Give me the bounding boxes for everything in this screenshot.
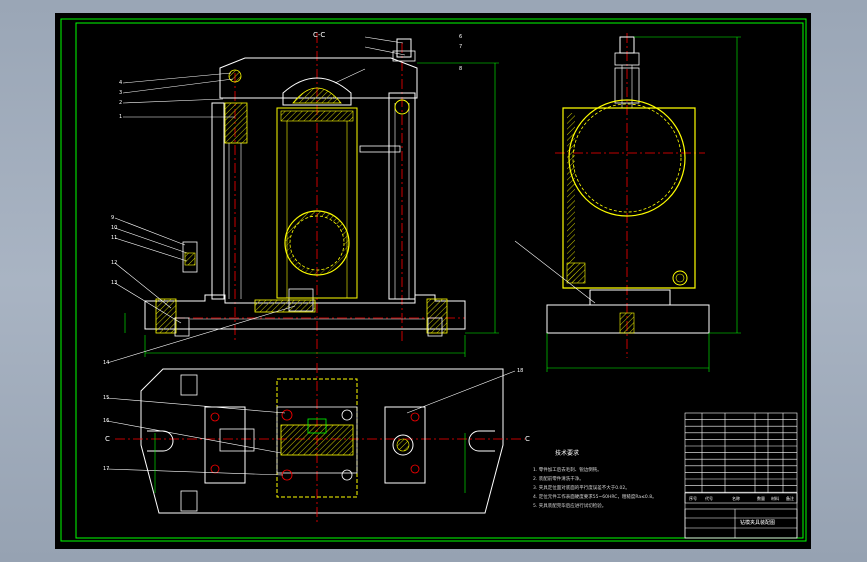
note-3: 3. 夹具定位面对底面的平行度误差不大于0.02。: [533, 484, 630, 491]
title-block-header-0: 序号: [689, 495, 697, 501]
parts-list: [684, 412, 798, 539]
title-block-header-3: 数量: [757, 495, 765, 501]
section-label: C-C: [313, 31, 325, 39]
front-section-view: 4 3 2 1 6 7 8 9 10 11 12 13 14 C-C: [103, 31, 499, 366]
svg-text:6: 6: [459, 34, 462, 40]
svg-text:4: 4: [119, 80, 122, 86]
notes-title: 技术要求: [555, 449, 579, 457]
svg-text:13: 13: [111, 280, 117, 286]
svg-text:16: 16: [103, 418, 109, 424]
section-marker-left: C: [105, 435, 110, 443]
svg-text:11: 11: [111, 235, 117, 241]
svg-text:9: 9: [111, 215, 114, 221]
note-2: 2. 装配前零件清洗干净。: [533, 475, 584, 482]
note-5: 5. 夹具装配完毕后应进行试切检验。: [533, 502, 606, 509]
title-block-header-4: 材料: [771, 495, 779, 501]
cad-viewport[interactable]: 4 3 2 1 6 7 8 9 10 11 12 13 14 C-C: [55, 13, 811, 549]
outer-frame: [60, 18, 807, 542]
title-block-header-2: 名称: [732, 495, 740, 501]
svg-text:7: 7: [459, 44, 462, 50]
svg-text:18: 18: [517, 368, 523, 374]
svg-text:2: 2: [119, 100, 122, 106]
title-block-header-5: 备注: [786, 495, 794, 501]
plan-view: 15 16 17 18 C C: [103, 363, 530, 523]
svg-text:10: 10: [111, 225, 117, 231]
svg-text:12: 12: [111, 260, 117, 266]
note-4: 4. 定位元件工作表面硬度要求55~60HRC，粗糙度Ra≤0.8。: [533, 493, 657, 500]
svg-text:14: 14: [103, 360, 109, 366]
svg-text:1: 1: [119, 114, 122, 120]
section-marker-right: C: [525, 435, 530, 443]
title-block-header-1: 代号: [705, 495, 713, 501]
side-view: [514, 33, 741, 372]
title-block: 序号 代号 名称 数量 材料 备注 钻模夹具装配图: [689, 495, 794, 526]
note-1: 1. 零件加工后去毛刺、锐边倒钝。: [533, 466, 602, 473]
svg-text:8: 8: [459, 66, 462, 72]
svg-text:15: 15: [103, 395, 109, 401]
drawing-title: 钻模夹具装配图: [740, 519, 775, 526]
inner-frame: [75, 22, 804, 539]
svg-text:3: 3: [119, 90, 122, 96]
technical-notes: 技术要求 1. 零件加工后去毛刺、锐边倒钝。 2. 装配前零件清洗干净。 3. …: [533, 449, 657, 509]
svg-text:17: 17: [103, 466, 109, 472]
